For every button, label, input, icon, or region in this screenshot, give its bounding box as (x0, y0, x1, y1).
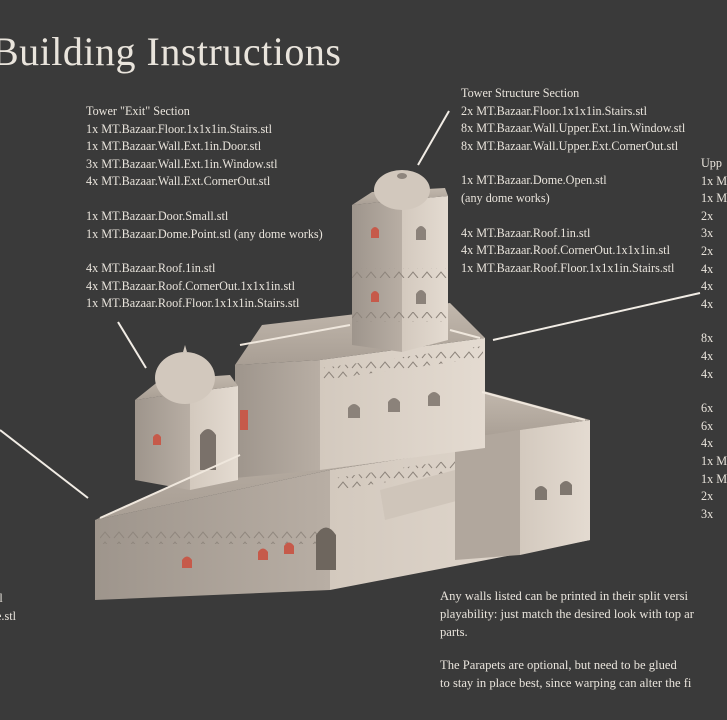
parts-line: 4x (701, 348, 714, 363)
parts-line: 2x (701, 243, 714, 258)
upper-heading: Upp (701, 156, 722, 170)
tall-tower (352, 170, 448, 352)
split-walls-note: Any walls listed can be printed in their… (440, 587, 694, 641)
parts-line: 1x M (701, 191, 727, 206)
parts-line: 1x M (701, 471, 727, 486)
parts-line: 2x (701, 489, 714, 504)
parts-line: 2x MT.Bazaar.Floor.1x1x1in.Stairs.stl (461, 103, 647, 118)
upper-section: Upp 1x M 1x M 2x 3x 2x 4x 4x 4x 8x 4x 4x… (701, 155, 727, 523)
parts-line: 1x M (701, 453, 727, 468)
parts-line: 1x MT.Bazaar.Dome.Open.stl (461, 173, 607, 188)
parts-line: (any dome works) (461, 190, 550, 205)
page-title: Building Instructions (0, 29, 342, 74)
parts-line: 4x (701, 296, 714, 311)
parts-line: 3x MT.Bazaar.Wall.Ext.1in.Window.stl (86, 156, 278, 171)
parts-line: 4x MT.Bazaar.Roof.1in.stl (86, 261, 216, 276)
parts-line: 6x (701, 418, 714, 433)
parts-line: 4x MT.Bazaar.Roof.CornerOut.1x1x1in.stl (461, 243, 670, 258)
parapets-note: The Parapets are optional, but need to b… (440, 656, 691, 692)
callout-lines (0, 110, 701, 499)
parts-line: 8x MT.Bazaar.Wall.Upper.Ext.CornerOut.st… (461, 138, 679, 153)
parts-line: 4x (701, 366, 714, 381)
parts-line: 1x M (701, 173, 727, 188)
note-line: The Parapets are optional, but need to b… (440, 658, 677, 672)
parts-line: 3x (701, 226, 714, 241)
right-annex (455, 390, 590, 560)
parts-line: 8x (701, 331, 714, 346)
parts-line: 1x MT.Bazaar.Roof.Floor.1x1x1in.Stairs.s… (461, 260, 675, 275)
parts-line: 6x (701, 401, 714, 416)
parts-line: tl (0, 591, 3, 605)
note-line: to stay in place best, since warping can… (440, 676, 692, 690)
callout-left (0, 429, 89, 499)
parts-line: 4x (701, 279, 714, 294)
parts-line: e.stl (0, 608, 16, 623)
callout-tower-structure (417, 110, 450, 166)
callout-upper (492, 292, 701, 341)
parts-line: 4x (701, 261, 714, 276)
tower-exit-section: Tower "Exit" Section 1x MT.Bazaar.Floor.… (86, 103, 323, 313)
left-partial-section: tl e.stl (0, 590, 16, 625)
parts-line: 4x MT.Bazaar.Roof.1in.stl (461, 225, 591, 240)
note-line: Any walls listed can be printed in their… (440, 589, 688, 603)
parts-line: 1x MT.Bazaar.Door.Small.stl (86, 208, 229, 223)
exit-tower (135, 345, 238, 490)
parts-line: 4x (701, 436, 714, 451)
note-line: playability: just match the desired look… (440, 607, 694, 621)
tower-structure-section: Tower Structure Section 2x MT.Bazaar.Flo… (461, 85, 685, 277)
parts-line: 8x MT.Bazaar.Wall.Upper.Ext.1in.Window.s… (461, 121, 686, 136)
parts-line: 1x MT.Bazaar.Roof.Floor.1x1x1in.Stairs.s… (86, 296, 300, 311)
parts-line: 1x MT.Bazaar.Dome.Point.stl (any dome wo… (86, 226, 323, 241)
tower-exit-heading: Tower "Exit" Section (86, 104, 190, 118)
parts-line: 1x MT.Bazaar.Floor.1x1x1in.Stairs.stl (86, 121, 272, 136)
parts-line: 4x MT.Bazaar.Wall.Ext.CornerOut.stl (86, 174, 271, 189)
callout-tower-exit (117, 321, 147, 369)
parapets (99, 324, 586, 519)
parts-line: 3x (701, 506, 714, 521)
parts-line: 4x MT.Bazaar.Roof.CornerOut.1x1x1in.stl (86, 278, 295, 293)
parts-line: 1x MT.Bazaar.Wall.Ext.1in.Door.stl (86, 139, 262, 154)
tower-structure-heading: Tower Structure Section (461, 86, 580, 100)
note-line: parts. (440, 625, 468, 639)
parts-line: 2x (701, 208, 714, 223)
